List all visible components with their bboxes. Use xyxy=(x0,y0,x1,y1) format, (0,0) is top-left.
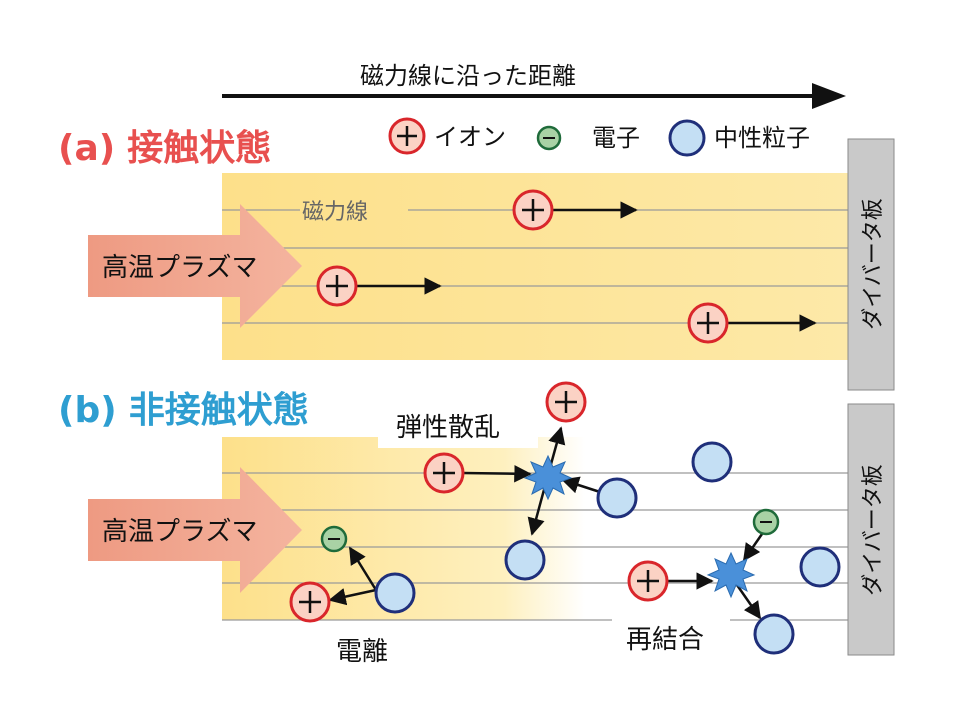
label-recombination: 再結合 xyxy=(626,625,704,655)
legend-electron-label: 電子 xyxy=(592,124,640,152)
panel-b-plasma-label: 高温プラズマ xyxy=(102,517,257,547)
panel-a-title: 接触状態 xyxy=(127,128,271,169)
panel-b-plasma-arrow xyxy=(88,467,302,593)
distance-arrow xyxy=(222,83,846,109)
panel-a-label: (a) 接触状態 xyxy=(58,128,271,169)
panel-a-ion-3 xyxy=(687,302,817,344)
label-ionization: 電離 xyxy=(336,637,388,667)
neutral-particle xyxy=(691,441,733,483)
neutral-particle xyxy=(799,546,841,588)
distance-arrow-label: 磁力線に沿った距離 xyxy=(360,62,576,90)
elastic-collision-burst xyxy=(523,454,573,501)
legend: イオン 電子 中性粒子 xyxy=(388,117,810,157)
panel-a-plasma-label: 高温プラズマ xyxy=(102,253,257,283)
panel-a-ion-2 xyxy=(316,265,442,307)
panel-a-ion-1 xyxy=(512,189,638,231)
recombination-process xyxy=(627,508,795,655)
legend-neutral-label: 中性粒子 xyxy=(714,124,810,152)
legend-neutral-icon xyxy=(668,119,706,157)
panel-a-prefix: (a) xyxy=(58,128,115,169)
panel-b-title: 非接触状態 xyxy=(129,390,309,431)
panel-a-divertor-label: ダイバータ板 xyxy=(861,198,886,330)
panel-a-divertor-plate xyxy=(847,138,895,391)
panel-b-divertor-plate xyxy=(847,403,895,656)
panel-b-divertor-label: ダイバータ板 xyxy=(861,464,886,596)
elastic-scattering-process xyxy=(423,381,638,581)
label-elastic-scattering: 弾性散乱 xyxy=(396,413,500,443)
legend-ion-label: イオン xyxy=(434,123,506,151)
recombination-burst xyxy=(706,551,756,599)
panel-a-field-line-label: 磁力線 xyxy=(302,200,368,225)
ionization-process xyxy=(289,525,416,623)
panel-b-prefix: (b) xyxy=(58,390,117,431)
panel-a-plasma-arrow xyxy=(88,204,302,328)
panel-b-label: (b) 非接触状態 xyxy=(58,390,309,431)
